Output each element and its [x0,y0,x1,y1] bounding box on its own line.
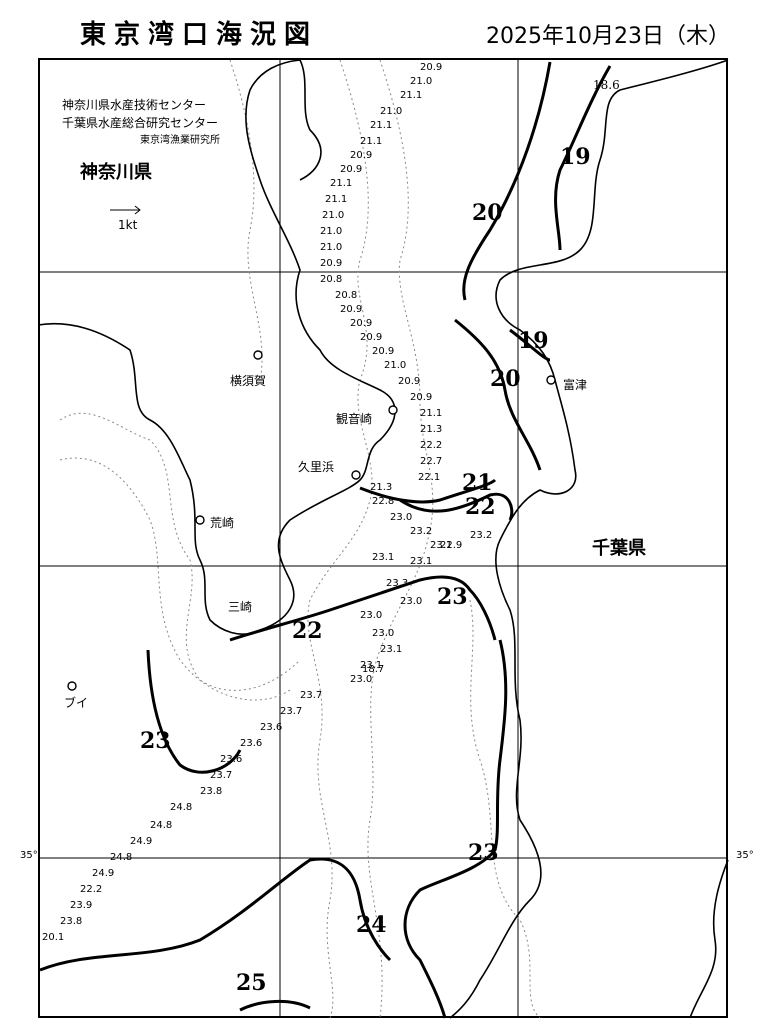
temperature-reading: 20.8 [320,274,343,285]
map-title: 東京湾口海況図 [80,20,319,50]
temperature-reading: 23.1 [372,552,395,563]
isotherm-label: 22 [292,618,323,644]
map-date: 2025年10月23日（木） [486,24,730,49]
temperature-reading: 21.0 [322,210,345,221]
temperature-reading: 24.9 [130,836,153,847]
temperature-reading: 18.7 [362,664,385,675]
temperature-reading: 21.0 [320,242,343,253]
isotherm-label: 25 [236,970,267,996]
temperature-reading: 20.9 [360,332,383,343]
temperature-reading: 23.7 [280,706,303,717]
temperature-reading: 23.2 [470,530,493,541]
depth-contours [59,59,541,1019]
temperature-reading: 20.9 [320,258,343,269]
temperature-reading: 20.1 [42,932,65,943]
place-kurihama: 久里浜 [298,460,335,474]
isotherm-label: 23 [468,840,499,866]
isotherm-label: 23 [437,584,468,610]
place-buoy: ブイ [64,696,89,710]
temperature-reading: 21.1 [370,120,393,131]
temperature-reading: 21.1 [400,90,423,101]
temperature-reading: 23.9 [70,900,93,911]
temperature-reading: 24.8 [150,820,173,831]
temperature-reading: 23.0 [350,674,373,685]
temperature-reading: 23.0 [360,610,383,621]
temperature-reading: 20.9 [350,150,373,161]
temperature-reading: 23.1 [410,556,433,567]
isotherm-label: 24 [356,912,387,938]
temperature-reading: 22.1 [418,472,441,483]
isotherm-label: 23 [140,728,171,754]
place-misaki: 三崎 [228,600,253,614]
temperature-reading: 21.3 [370,482,393,493]
temperature-reading: 23.6 [240,738,263,749]
temperature-reading: 20.9 [340,304,363,315]
station-markers [67,350,556,691]
org-chiba: 千葉県水産総合研究センター [62,116,219,130]
temperature-reading: 23.0 [400,596,423,607]
latitude-left: 35° [20,850,38,861]
place-kannonzaki: 観音崎 [336,412,373,426]
temperature-reading: 21.0 [384,360,407,371]
isotherm-label: 22 [465,494,496,520]
temperature-reading: 21.1 [330,178,353,189]
place-arasaki: 荒崎 [210,516,235,530]
temperature-reading: 22.8 [372,496,395,507]
temperature-reading: 22.7 [420,456,443,467]
temperature-reading: 23.0 [372,628,395,639]
temperature-reading: 20.9 [420,62,443,73]
isotherm-label: 19 [518,328,549,354]
temperature-reading: 23.7 [300,690,323,701]
place-futtsu: 富津 [563,378,588,392]
map-frame [38,58,728,1018]
temperature-reading: 23.3 [386,578,409,589]
temperature-reading: 24.9 [92,868,115,879]
temperature-reading: 23.2 [410,526,433,537]
place-yokosuka: 横須賀 [230,374,267,388]
prefecture-kanagawa: 神奈川県 [80,162,152,183]
current-legend-arrow [110,205,141,215]
temperature-reading: 20.8 [335,290,358,301]
temperature-reading: 23.1 [430,540,453,551]
temperature-reading: 20.9 [398,376,421,387]
isotherm-label: 20 [472,200,503,226]
coastline [37,59,729,1019]
temperature-reading: 21.0 [410,76,433,87]
prefecture-chiba: 千葉県 [592,538,646,559]
isotherm-label: 18.6 [593,78,620,92]
temperature-reading: 23.6 [220,754,243,765]
temperature-reading: 20.9 [350,318,373,329]
isotherm-lines [39,61,612,1019]
temperature-reading: 21.1 [420,408,443,419]
temperature-reading: 23.1 [360,660,383,671]
temperature-reading: 20.9 [340,164,363,175]
temperature-reading: 21.1 [325,194,348,205]
temperature-reading: 23.6 [260,722,283,733]
isotherm-label: 21 [462,470,493,496]
temperature-reading: 23.1 [380,644,403,655]
org-kanagawa: 神奈川県水産技術センター [62,98,207,112]
temperature-reading: 21.0 [320,226,343,237]
temperature-reading: 21.1 [360,136,383,147]
temperature-reading: 24.8 [110,852,133,863]
latitude-right: 35° [736,850,754,861]
temperature-reading: 23.8 [200,786,223,797]
temperature-reading: 23.0 [390,512,413,523]
temperature-reading: 24.8 [170,802,193,813]
temperature-reading: 22.2 [80,884,103,895]
temperature-reading: 23.7 [210,770,233,781]
temperature-reading: 21.3 [420,424,443,435]
isotherm-label: 20 [490,366,521,392]
temperature-reading: 22.9 [440,540,463,551]
temperature-reading: 20.9 [372,346,395,357]
temperature-reading: 21.0 [380,106,403,117]
scale-label: 1kt [118,218,138,232]
isotherm-label: 19 [560,144,591,170]
temperature-reading: 20.9 [410,392,433,403]
temperature-reading: 23.8 [60,916,83,927]
temperature-reading: 22.2 [420,440,443,451]
org-tokyobay: 東京湾漁業研究所 [140,135,220,146]
